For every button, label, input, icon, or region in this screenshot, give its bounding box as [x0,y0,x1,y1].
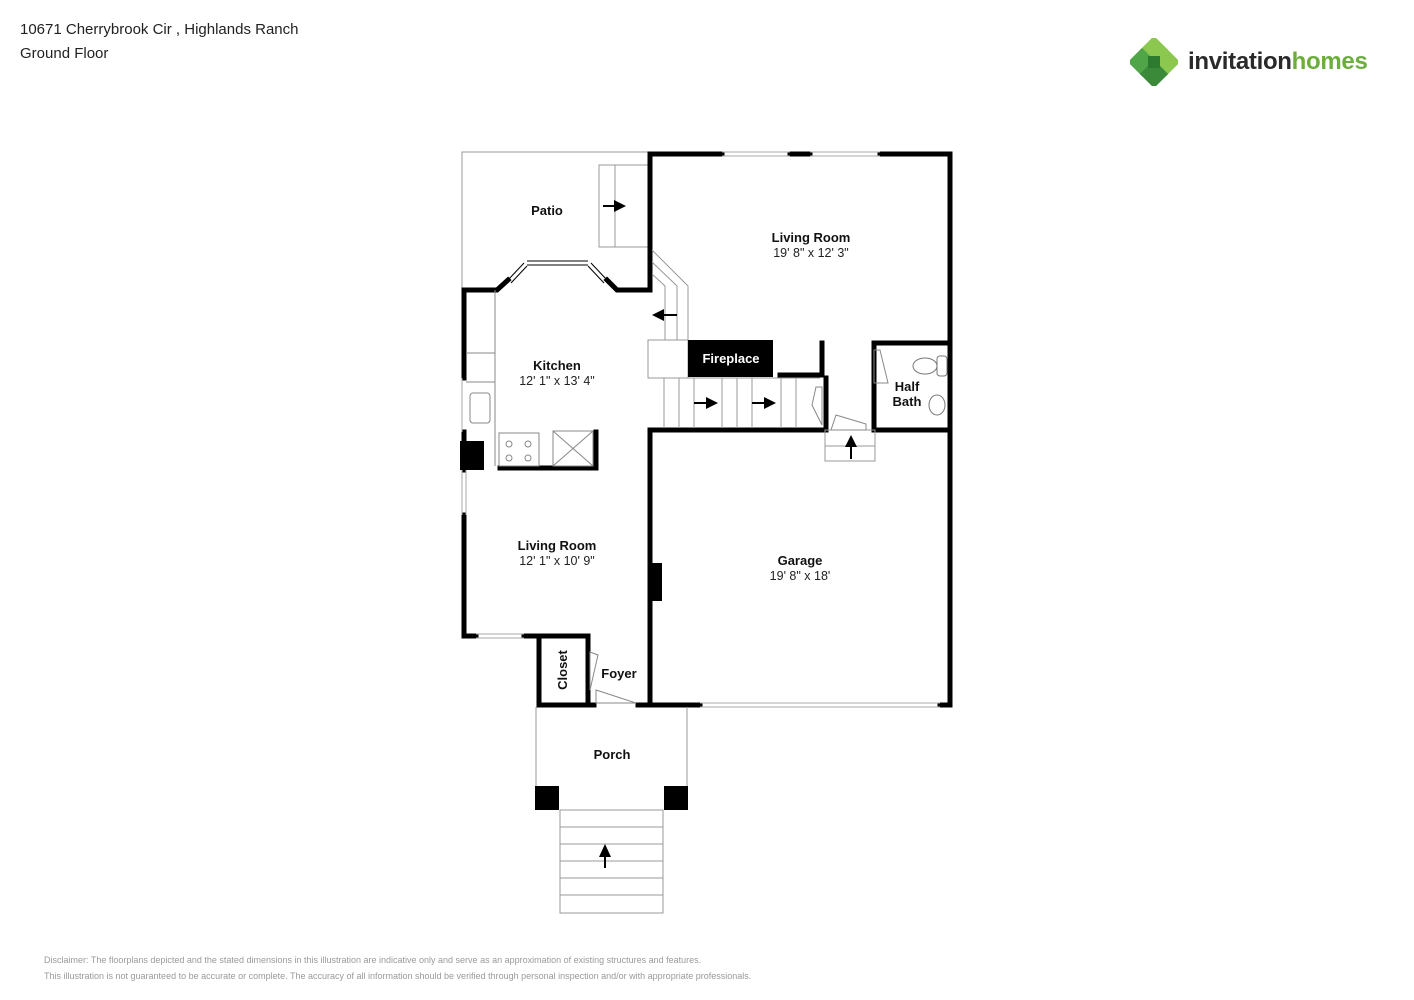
closet-label: Closet [555,649,570,689]
stair-arrows-icon [652,309,857,459]
fireplace-label: Fireplace [702,351,759,366]
garage-wall-box [651,563,662,601]
disclaimer-line-2: This illustration is not guaranteed to b… [44,971,752,981]
living-room-upper-label: Living Room [772,230,851,245]
porch-label: Porch [594,747,631,762]
patio-arrow-icon [603,200,626,212]
patio-label: Patio [531,203,563,218]
living-room-lower-dims: 12' 1" x 10' 9" [519,554,595,568]
pillar [460,441,484,470]
patio-area [461,151,652,290]
living-room-upper-dims: 19' 8" x 12' 3" [773,246,849,260]
logo-wordmark: invitationhomes [1188,48,1368,75]
porch-column-right [664,786,688,810]
foyer-label: Foyer [601,666,636,681]
invitation-homes-logo: invitationhomes [1130,38,1368,86]
half-bath-label-1: Half [895,379,920,394]
toilet-icon [912,355,948,377]
garage-label: Garage [778,553,823,568]
garage-dims: 19' 8" x 18' [770,569,831,583]
walls [461,151,953,708]
floor-label: Ground Floor [20,45,109,62]
doors [589,349,889,704]
windows [461,151,940,708]
disclaimer-line-1: Disclaimer: The floorplans depicted and … [44,955,702,965]
fireplace-block [688,340,773,377]
half-bath-label-2: Bath [893,394,922,409]
living-room-lower-label: Living Room [518,538,597,553]
kitchen-label: Kitchen [533,358,581,373]
porch-column-left [535,786,559,810]
property-address: 10671 Cherrybrook Cir , Highlands Ranch [20,21,299,38]
bay-windows [507,260,608,284]
kitchen-dims: 12' 1" x 13' 4" [519,374,595,388]
kitchen-counters [466,290,594,467]
clover-logo-icon [1130,38,1178,86]
sink-icon [928,394,946,416]
porch-stair-arrow-icon [599,844,611,868]
